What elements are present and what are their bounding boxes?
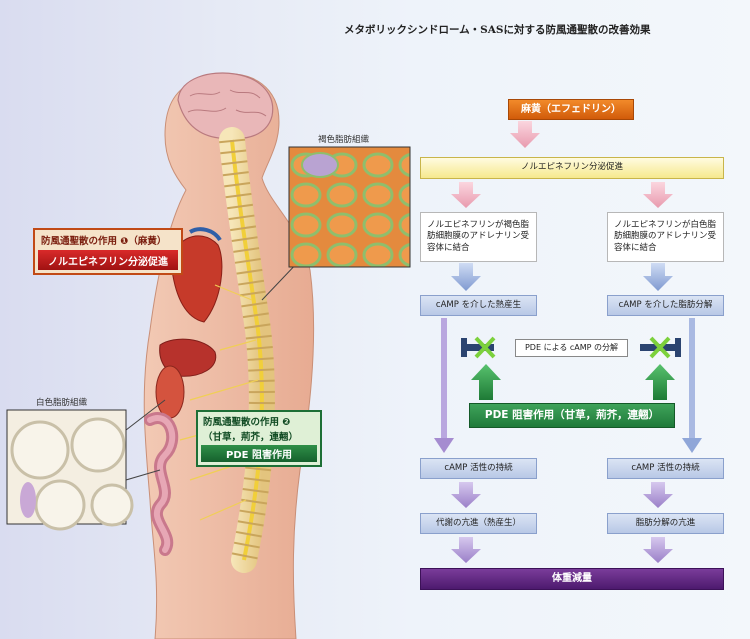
action2-heading-line1: 防風通聖散の作用 ❷: [203, 417, 291, 428]
pde-bar: [461, 336, 681, 359]
long-arrows: [434, 318, 702, 453]
green-arrows: [471, 364, 675, 400]
flow-left-receptor-box: ノルエピネフリンが褐色脂肪細胞膜のアドレナリン受容体に結合: [420, 212, 537, 262]
action2-heading-line2: （甘草，荊芥，連翹）: [203, 432, 299, 443]
flow-ephedrine-box: 麻黄（エフェドリン）: [508, 99, 634, 120]
flow-left-result-box: 代謝の亢進（熱産生）: [420, 513, 537, 534]
flow-left-sustain-box: cAMP 活性の持続: [420, 458, 537, 479]
blue-arrows: [451, 263, 673, 291]
spine: [219, 127, 275, 573]
brown-fat-inset: [261, 146, 411, 301]
flow-right-receptor-box: ノルエピネフリンが白色脂肪細胞膜のアドレナリン受容体に結合: [607, 212, 724, 262]
action1-heading: 防風通聖散の作用 ❶（麻黄）: [41, 236, 167, 247]
purple-arrows: [451, 482, 673, 563]
action2-sub: PDE 阻害作用: [201, 445, 317, 462]
page-title: メタボリックシンドローム・SASに対する防風通聖散の改善効果: [344, 24, 651, 36]
flow-right-camp-box: cAMP を介した脂肪分解: [607, 295, 724, 316]
pink-arrows: [451, 121, 673, 208]
brown-fat-label: 褐色脂肪組織: [318, 135, 370, 145]
action1-sub: ノルエピネフリン分泌促進: [38, 250, 178, 270]
flow-secretion-box: ノルエピネフリン分泌促進: [420, 157, 724, 179]
flow-left-camp-box: cAMP を介した熱産生: [420, 295, 537, 316]
human-body: [143, 72, 315, 639]
flow-right-sustain-box: cAMP 活性の持続: [607, 458, 724, 479]
flow-right-result-box: 脂肪分解の亢進: [607, 513, 724, 534]
white-fat-label: 白色脂肪組織: [36, 398, 88, 408]
flow-pde-inhibit-box: PDE 阻害作用（甘草，荊芥，連翹）: [469, 403, 675, 428]
flow-pde-breakdown-box: PDE による cAMP の分解: [515, 339, 628, 357]
white-fat-inset: [6, 399, 166, 531]
action1-panel: 防風通聖散の作用 ❶（麻黄） ノルエピネフリン分泌促進: [33, 228, 183, 275]
action2-panel: 防風通聖散の作用 ❷ （甘草，荊芥，連翹） PDE 阻害作用: [196, 410, 322, 467]
flow-final-box: 体重減量: [420, 568, 724, 590]
